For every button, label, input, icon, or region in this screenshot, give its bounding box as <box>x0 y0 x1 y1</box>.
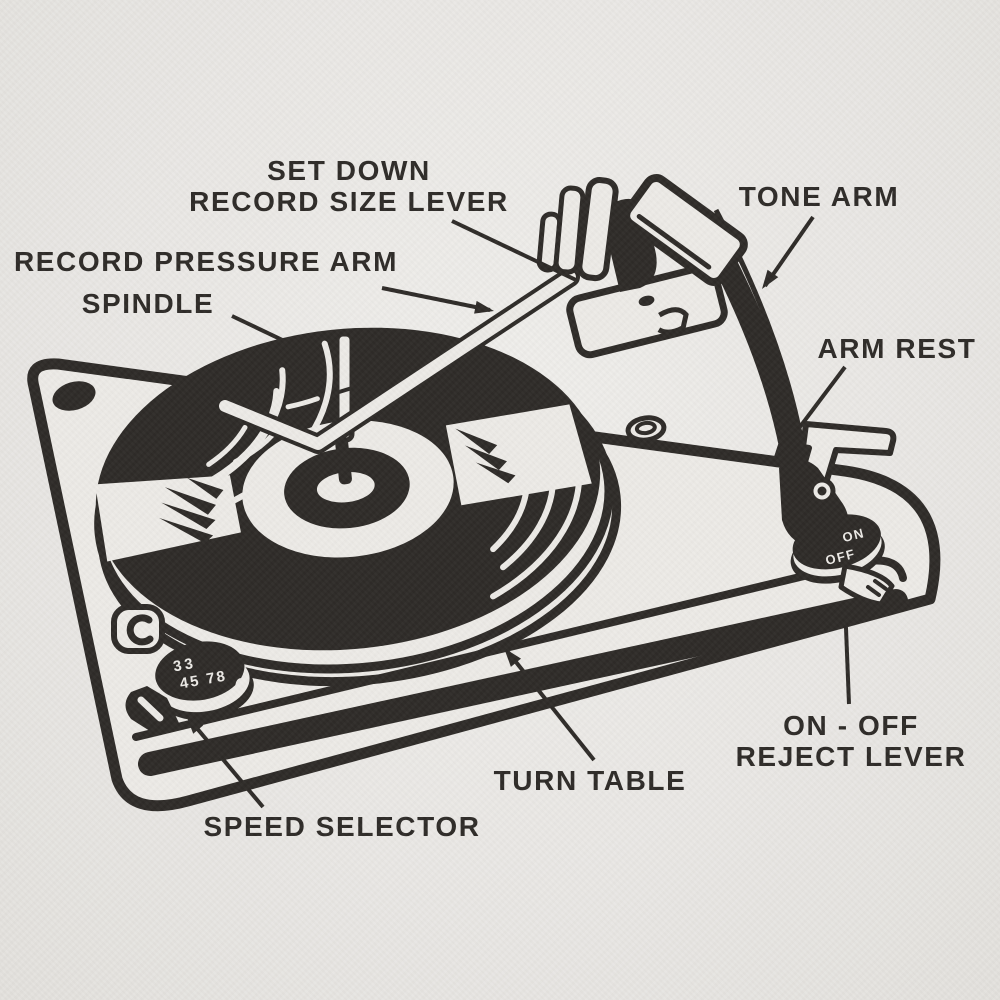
label-spindle: SPINDLE <box>81 288 215 319</box>
adapter-piece <box>625 415 667 443</box>
claw-marks <box>158 428 516 544</box>
label-center-hole <box>316 471 375 503</box>
arrow-head <box>474 300 494 314</box>
shine-wedge-right <box>445 404 592 506</box>
pressure-arm-face <box>219 271 576 450</box>
arrow-head <box>504 648 522 667</box>
claw-mark <box>475 462 516 484</box>
record-pressure-arm <box>215 267 580 454</box>
groove-streak <box>285 396 320 410</box>
corner-screw <box>52 381 96 411</box>
label-turn-table: TURN TABLE <box>493 765 687 796</box>
label-line: ON - OFF <box>783 710 919 741</box>
label-line: RECORD SIZE LEVER <box>189 186 509 218</box>
leader-reject <box>843 602 851 705</box>
claw-mark <box>161 502 216 530</box>
size-lever-bar <box>553 185 586 275</box>
label-tone-arm: TONE ARM <box>738 181 900 212</box>
label-record-pressure-arm: RECORD PRESSURE ARM <box>13 246 399 277</box>
reject-lever <box>838 563 895 607</box>
label-line: REJECT LEVER <box>735 741 967 773</box>
arrow-heads <box>186 269 853 734</box>
leader-lines <box>188 215 851 809</box>
label-on-off-reject-lever: ON - OFF REJECT LEVER <box>736 710 967 773</box>
adapter-inner <box>634 420 657 436</box>
cue-clip <box>111 604 165 654</box>
spindle-shaft <box>334 432 352 485</box>
leader-pressure-arm <box>381 286 491 312</box>
reject-lever-grip <box>866 579 888 597</box>
label-arm-rest: ARM REST <box>817 333 977 364</box>
plate-details <box>638 295 689 335</box>
label-speed-selector: SPEED SELECTOR <box>203 811 481 842</box>
knob-speed-33: 33 <box>172 655 197 676</box>
arrow-head <box>762 269 779 289</box>
plate-hook <box>657 307 689 335</box>
arrow-head <box>772 443 789 463</box>
dial-off-text: OFF <box>824 546 857 568</box>
speed-lever-slot <box>137 696 164 722</box>
pivot-bearing-dot <box>817 486 827 496</box>
headshell-line <box>636 213 712 270</box>
adapter-outer <box>625 415 667 443</box>
leader-set-down <box>451 219 577 282</box>
groove-streak <box>206 424 248 467</box>
groove-arc <box>500 476 557 571</box>
speed-lever <box>125 686 179 733</box>
leader-arm-rest <box>773 365 847 462</box>
leader-spindle <box>231 314 319 359</box>
spindle-rod-joint <box>338 386 353 394</box>
leader-speed <box>188 718 265 809</box>
claw-mark <box>455 428 498 455</box>
groove-arc <box>490 488 530 553</box>
headshell <box>622 174 748 286</box>
arrow-head <box>839 600 853 620</box>
dial-on-text: ON <box>841 525 866 545</box>
claw-mark <box>158 517 214 544</box>
dial-face <box>792 514 881 570</box>
claw-mark <box>186 477 224 499</box>
record-label <box>242 420 454 558</box>
knob-face <box>155 641 245 701</box>
knob-notch <box>235 678 247 692</box>
label-set-down-record-size-lever: SET DOWN RECORD SIZE LEVER <box>189 155 509 218</box>
set-down-mechanism <box>536 177 728 359</box>
arrow-head <box>186 715 204 734</box>
speed-knob: 33 45 78 <box>155 641 254 720</box>
claw-mark <box>164 487 216 515</box>
leader-turn-table <box>506 650 596 762</box>
label-line: SET DOWN <box>267 155 431 186</box>
headshell-body <box>622 174 748 286</box>
front-panel-stripe <box>138 589 908 776</box>
size-lever-bar <box>576 177 619 282</box>
plate-knob <box>638 295 655 307</box>
record <box>95 327 601 651</box>
arrow-head <box>302 344 322 359</box>
cue-clip-curl <box>126 614 154 646</box>
claw-mark <box>465 445 507 471</box>
